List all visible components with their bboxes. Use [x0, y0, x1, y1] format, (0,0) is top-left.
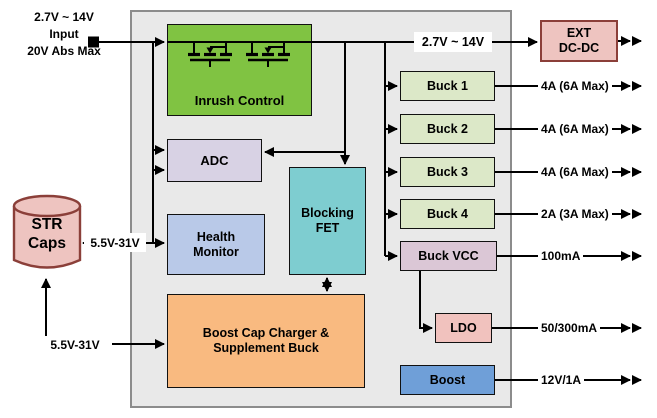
input-spec-label: 2.7V ~ 14V Input 20V Abs Max [18, 9, 110, 60]
input-abs-max: 20V Abs Max [27, 44, 101, 58]
health-monitor-label-1: Health [196, 229, 236, 244]
boost-cap-charger-label-1: Boost Cap Charger & [202, 326, 330, 340]
adc-label: ADC [200, 153, 229, 168]
top-bus-voltage-label: 2.7V ~ 14V [414, 32, 492, 52]
str-caps-label: STR Caps [14, 215, 80, 253]
inrush-control-block: Inrush Control [167, 24, 312, 116]
buck1-label: Buck 1 [427, 79, 468, 93]
ldo-block: LDO [435, 313, 492, 343]
boost-cap-charger-label-2: Supplement Buck [213, 341, 319, 355]
buck-vcc-block: Buck VCC [400, 241, 497, 271]
buck1-output-label: 4A (6A Max) [538, 77, 612, 95]
input-voltage-range: 2.7V ~ 14V [34, 10, 94, 24]
ext-dcdc-label-1: EXT [566, 26, 592, 40]
buck-vcc-output-label: 100mA [538, 247, 584, 265]
ext-dcdc-block: EXT DC-DC [540, 20, 618, 62]
input-name: Input [49, 27, 79, 41]
blocking-fet-block: Blocking FET [289, 167, 366, 275]
buck4-output-label: 2A (3A Max) [538, 205, 612, 223]
str-bus-voltage-label: 5.5V-31V [84, 233, 146, 252]
str-caps-label-1: STR [31, 216, 63, 233]
buck4-label: Buck 4 [427, 207, 468, 221]
adc-block: ADC [167, 139, 262, 182]
buck-vcc-label: Buck VCC [418, 249, 479, 263]
buck3-output-label: 4A (6A Max) [538, 163, 612, 181]
boost-block: Boost [400, 365, 495, 395]
ext-dcdc-label-2: DC-DC [558, 41, 600, 55]
health-monitor-label-2: Monitor [193, 244, 239, 259]
buck2-output-label: 4A (6A Max) [538, 120, 612, 138]
buck2-block: Buck 2 [400, 114, 495, 144]
blocking-fet-label-2: FET [315, 221, 340, 235]
ldo-output-label: 50/300mA [538, 319, 601, 337]
buck3-block: Buck 3 [400, 157, 495, 187]
buck4-block: Buck 4 [400, 199, 495, 229]
inrush-control-label: Inrush Control [194, 93, 285, 108]
boost-output-label: 12V/1A [538, 371, 585, 389]
buck3-label: Buck 3 [427, 165, 468, 179]
ldo-label: LDO [450, 321, 477, 335]
boost-label: Boost [429, 373, 466, 387]
buck2-label: Buck 2 [427, 122, 468, 136]
blocking-fet-label-1: Blocking [301, 206, 354, 220]
charge-bus-voltage-label: 5.5V-31V [38, 336, 112, 353]
buck1-block: Buck 1 [400, 71, 495, 101]
health-monitor-block: Health Monitor [167, 214, 265, 275]
boost-cap-charger-block: Boost Cap Charger & Supplement Buck [167, 294, 365, 388]
str-caps-label-2: Caps [28, 235, 66, 252]
